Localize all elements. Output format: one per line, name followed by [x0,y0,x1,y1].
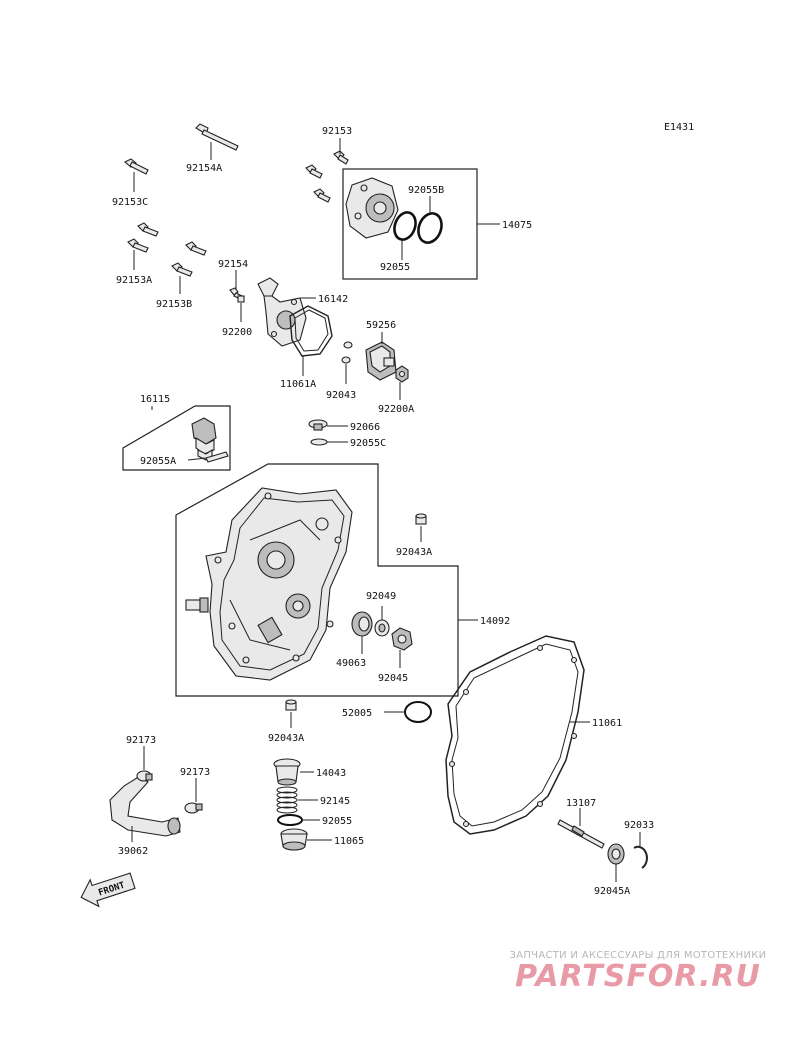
pin-92043A-upper [415,513,427,525]
crankcase-cover-14092 [205,487,353,681]
label-92066: 92066 [350,422,380,433]
oring-52005 [404,701,432,723]
watermark-logo: PARTSFOR.RU [515,959,761,994]
watermark: ЗАПЧАСТИ И АКСЕССУАРЫ ДЛЯ МОТОТЕХНИКИ PA… [488,950,788,994]
label-92049: 92049 [366,591,396,602]
label-92153C: 92153C [112,197,148,208]
label-92173-right: 92173 [180,767,210,778]
oring-92055A [205,451,229,463]
label-92043: 92043 [326,390,356,401]
plug-92066 [308,419,328,431]
label-16142: 16142 [318,294,348,305]
bolt-92153 [305,150,349,203]
washer-92200 [237,295,245,303]
shaft-13107 [557,819,605,849]
bolt-92154A [195,123,239,151]
cap-11065 [280,828,308,851]
label-59256: 59256 [366,320,396,331]
label-11061: 11061 [592,718,622,729]
label-92153B: 92153B [156,299,192,310]
pin-92043-a [343,341,353,349]
clamp-92173-left [136,770,153,782]
kit-box-16115 [122,405,231,471]
label-14075: 14075 [502,220,532,231]
kit-box-14092 [175,463,459,697]
oil-filter-plug-16115 [191,417,217,461]
label-92055B: 92055B [408,185,444,196]
label-92153A: 92153A [116,275,152,286]
label-92154A: 92154A [186,163,222,174]
label-39062: 39062 [118,846,148,857]
water-pump-impeller-housing [345,177,399,239]
label-92055A: 92055A [140,456,176,467]
gasket-11061 [445,635,585,835]
label-14092: 14092 [480,616,510,627]
watermark-caption: ЗАПЧАСТИ И АКСЕССУАРЫ ДЛЯ МОТОТЕХНИКИ [509,950,767,961]
spring-92145 [276,786,298,814]
oring-92055B [417,212,443,244]
label-92045A: 92045A [594,886,630,897]
seal-92049 [374,619,390,637]
label-92154: 92154 [218,259,248,270]
label-92045: 92045 [378,673,408,684]
label-92043A-lower: 92043A [268,733,304,744]
label-52005: 52005 [342,708,372,719]
label-92055-top: 92055 [380,262,410,273]
oring-92055C [310,438,328,446]
diagram-code: E1431 [664,122,694,133]
pin-92043-b [341,356,351,364]
label-49063: 49063 [336,658,366,669]
pin-92043A-lower [285,699,297,711]
bearing-92045A [607,843,625,865]
label-92033: 92033 [624,820,654,831]
label-92055C: 92055C [350,438,386,449]
clamp-92173-right [184,802,203,814]
label-11061A: 11061A [280,379,316,390]
label-92145: 92145 [320,796,350,807]
label-92173-left: 92173 [126,735,156,746]
bearing-49063 [351,611,373,637]
impeller-59256 [365,341,397,381]
hose-39062 [109,775,181,837]
nut-92200A [395,365,409,383]
label-16115: 16115 [140,394,170,405]
gasket-11061A [289,305,333,357]
circlip-92033 [633,845,648,869]
water-pump-cover-16142 [257,277,307,347]
oring-92055 [393,211,417,241]
bolt-92153A [127,222,159,253]
label-11065: 11065 [334,836,364,847]
bearing-92045 [391,627,413,651]
label-13107: 13107 [566,798,596,809]
label-92200A: 92200A [378,404,414,415]
label-92153: 92153 [322,126,352,137]
oring-92055-bottom [277,814,303,826]
filter-14043 [273,758,301,786]
plug-left-cover [185,597,209,613]
bolt-92153B [171,241,207,277]
bolt-92153C [124,158,149,175]
label-92055-bottom: 92055 [322,816,352,827]
label-14043: 14043 [316,768,346,779]
label-92043A-upper: 92043A [396,547,432,558]
label-92200: 92200 [222,327,252,338]
front-arrow-icon: FRONT [80,872,136,908]
